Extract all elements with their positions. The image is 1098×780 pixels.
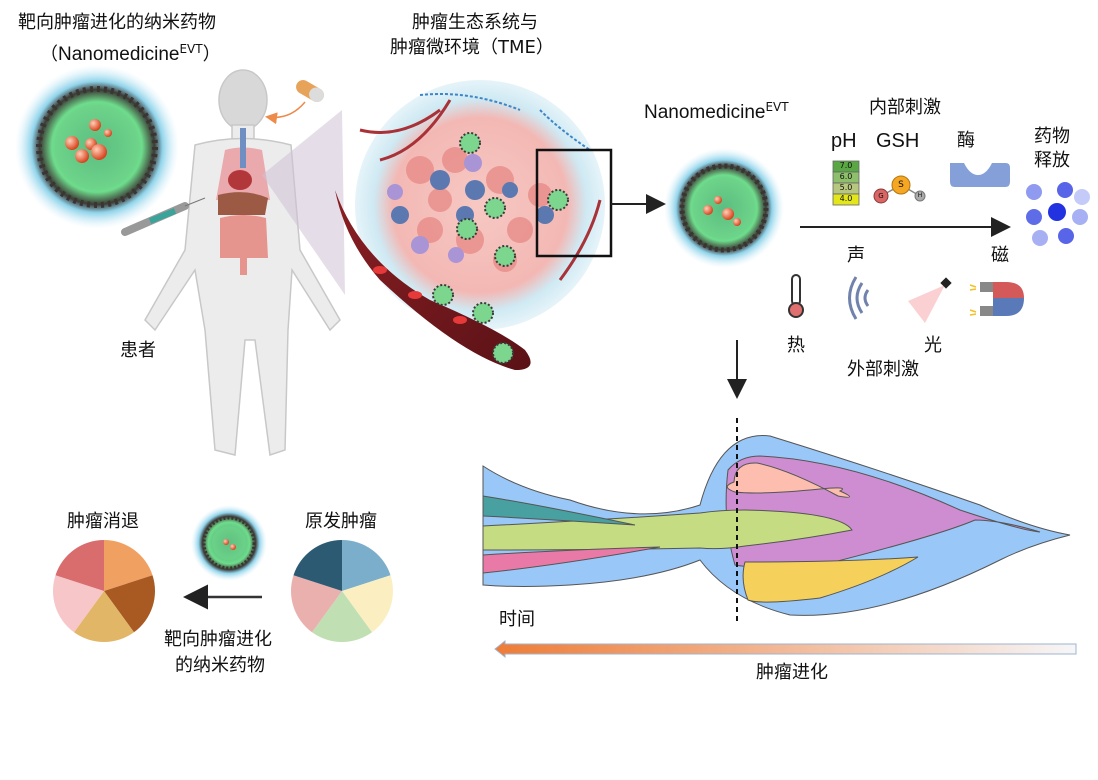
- paren-open: （: [40, 44, 58, 65]
- fish-plot: [482, 435, 1071, 616]
- tumor-regression-label: 肿瘤消退: [67, 511, 139, 532]
- regression-pie-slice-5: [55, 540, 104, 591]
- magnet-label: 磁: [991, 245, 1009, 266]
- fish-teal-clone: [482, 495, 636, 526]
- heat-label: 热: [787, 335, 805, 356]
- tme-title-line2: 肿瘤微环境（TME）: [390, 37, 554, 58]
- sound-wave-icon: [848, 276, 870, 320]
- nanomedicine-label: NanomedicineEVT: [644, 96, 789, 124]
- nanomedicine-title-line2: （NanomedicineEVT）: [40, 38, 221, 66]
- syringe-icon: [121, 197, 206, 236]
- internal-stimuli-label: 内部刺激: [869, 97, 941, 118]
- light-label: 光: [924, 335, 942, 356]
- fish-yellow-clone: [742, 556, 919, 603]
- targeting-label-line1: 靶向肿瘤进化: [164, 629, 272, 650]
- primary-pie-slice-1: [342, 540, 391, 591]
- nanomedicine-label-word: Nanomedicine: [644, 102, 766, 123]
- light-beam-icon: [908, 277, 952, 323]
- targeting-label-line2: 的纳米药物: [175, 655, 265, 676]
- tumor-microenvironment: [355, 80, 605, 330]
- tumor-evolution-label: 肿瘤进化: [756, 662, 828, 683]
- drug-release-icon: [1026, 182, 1090, 246]
- primary-pie-slice-4: [291, 575, 342, 633]
- enzyme-label: 酶: [957, 130, 975, 151]
- external-stimuli-label: 外部刺激: [847, 359, 919, 380]
- ph-value-7: 7.0: [839, 161, 853, 170]
- tme-title-line1: 肿瘤生态系统与: [412, 12, 538, 33]
- primary-pie-slice-5: [293, 540, 342, 591]
- fish-salmon-clone: [726, 462, 850, 498]
- tumor-evolution-arrow: [494, 639, 1077, 659]
- regression-pie-slice-1: [104, 540, 153, 591]
- time-label: 时间: [499, 609, 535, 630]
- ph-scale-icon: [832, 160, 860, 206]
- evt-superscript: EVT: [179, 42, 203, 56]
- fish-pink-clone: [482, 546, 661, 574]
- gsh-molecule-icon: [873, 175, 926, 204]
- blood-vessel: [335, 190, 531, 370]
- nanoparticle-medium: [664, 148, 784, 268]
- nanomedicine-title-line1: 靶向肿瘤进化的纳米药物: [18, 12, 216, 33]
- regression-pie-slice-4: [52, 575, 104, 633]
- ph-value-4: 4.0: [839, 194, 853, 203]
- drug-release-line1: 药物: [1034, 126, 1070, 147]
- gsh-atom-h: H: [917, 192, 923, 199]
- pie-tumor-regression: [52, 540, 155, 642]
- regression-pie-slice-2: [104, 575, 155, 633]
- zoom-wedge: [262, 110, 345, 295]
- nanomedicine-label-sup: EVT: [765, 100, 789, 114]
- ph-label: pH: [831, 130, 857, 152]
- paren-close: ）: [202, 44, 221, 65]
- primary-pie-slice-3: [312, 591, 372, 642]
- gsh-atom-g: G: [878, 192, 884, 200]
- nanoparticle-small-bottom: [191, 505, 267, 581]
- enzyme-icon: [950, 163, 1010, 187]
- primary-pie-slice-2: [342, 575, 394, 633]
- gsh-atom-s: S: [898, 180, 904, 190]
- primary-tumor-label: 原发肿瘤: [305, 511, 377, 532]
- gsh-label: GSH: [876, 130, 920, 152]
- magnet-icon: [969, 282, 1024, 316]
- patient-label: 患者: [120, 340, 156, 361]
- pie-primary-tumor: [291, 540, 394, 642]
- regression-pie-slice-3: [74, 591, 134, 642]
- drug-release-line2: 释放: [1034, 150, 1070, 171]
- pill-icon: [265, 80, 324, 125]
- nanoparticle-large: [15, 65, 179, 229]
- nanoparticles-small: [432, 132, 569, 364]
- nanomedicine-word: Nanomedicine: [58, 44, 180, 65]
- ph-value-5: 5.0: [839, 183, 853, 192]
- patient-figure: [144, 69, 341, 456]
- sound-label: 声: [847, 245, 865, 266]
- ph-value-6: 6.0: [839, 172, 853, 181]
- thermometer-icon: [788, 274, 804, 318]
